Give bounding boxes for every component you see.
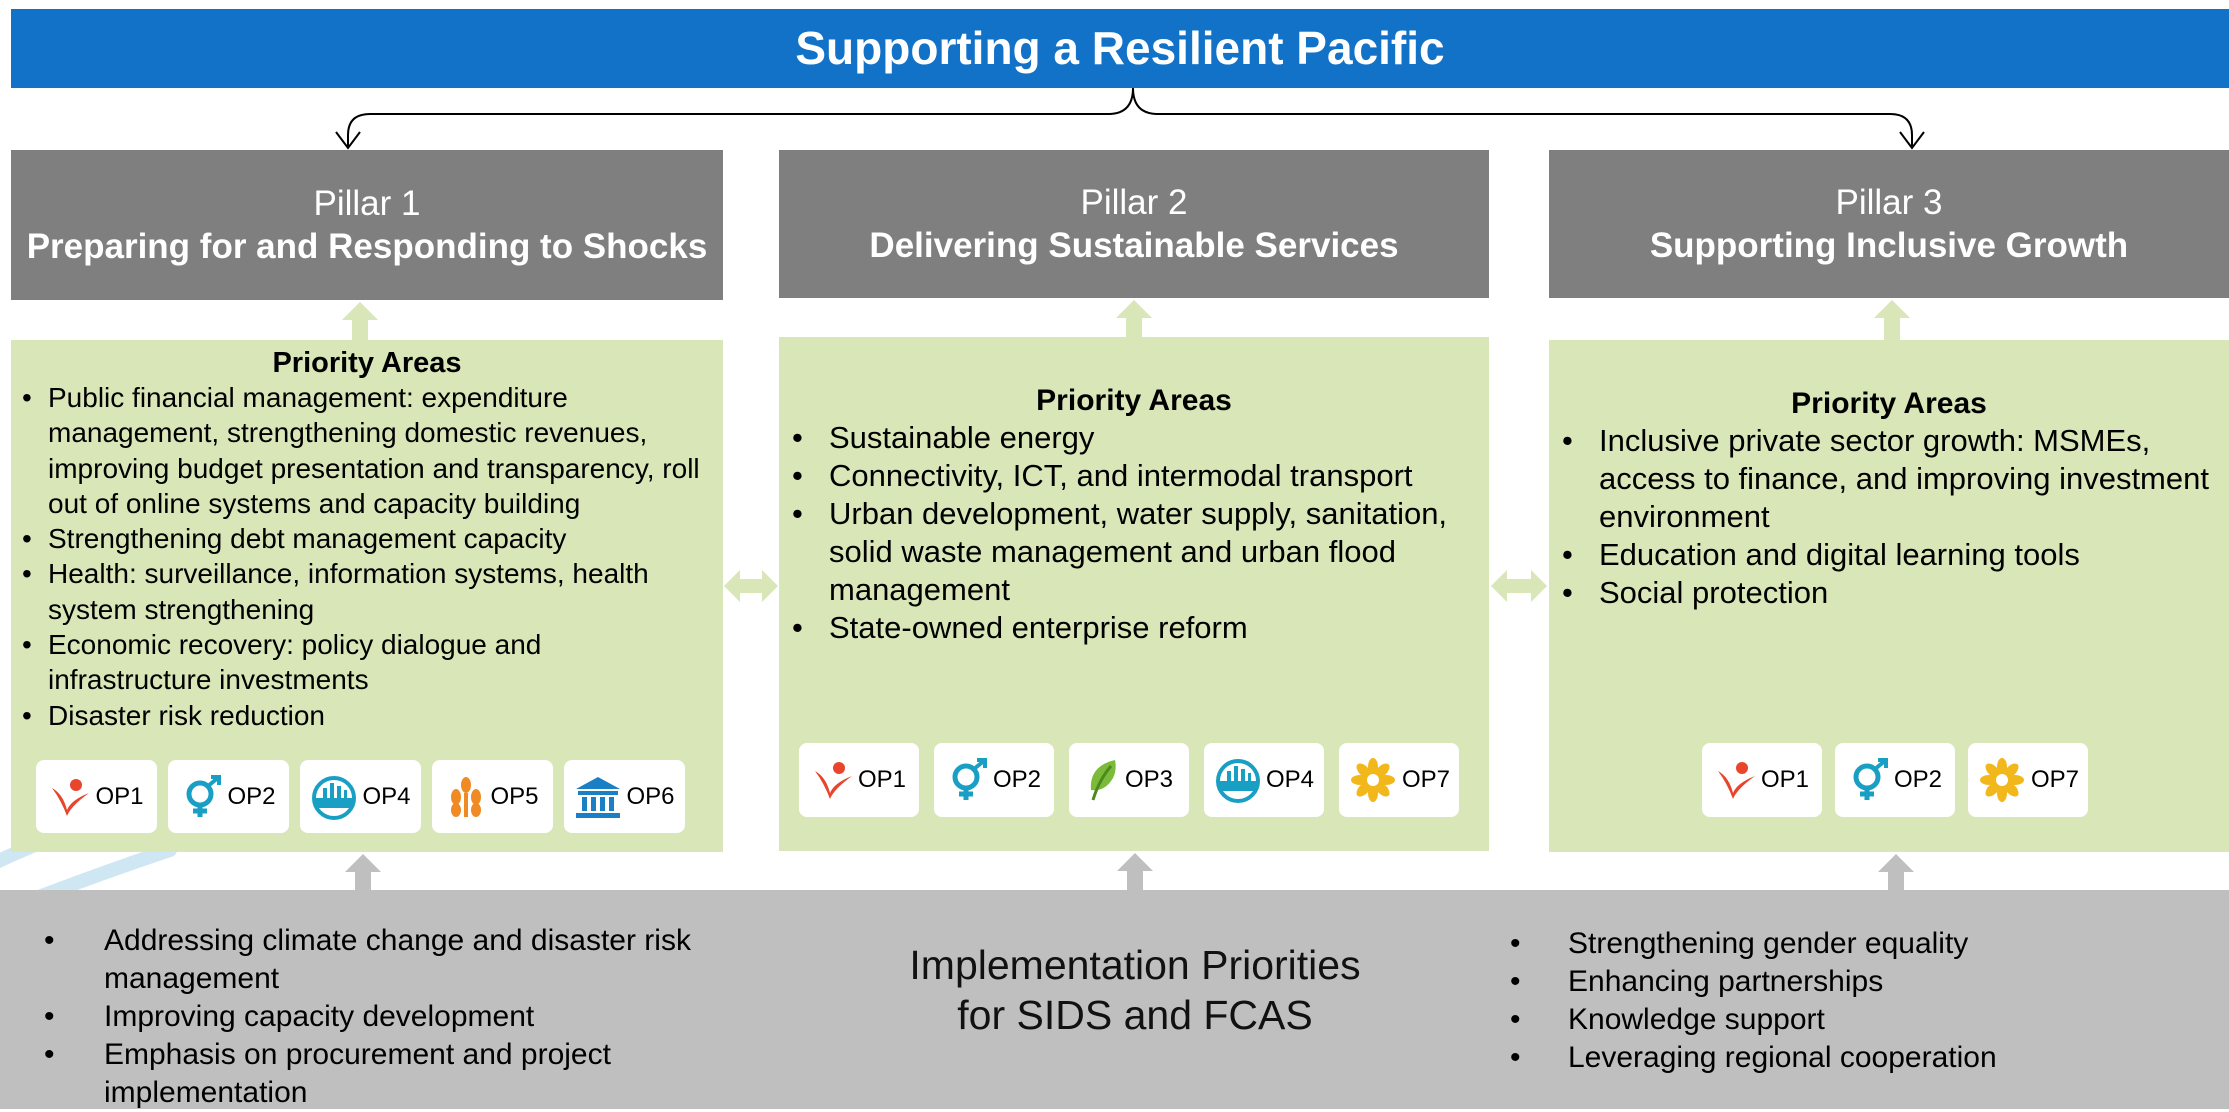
implementation-item: Enhancing partnerships (1510, 963, 2210, 1001)
op-badge-op7: OP7 (1968, 743, 2088, 817)
pillar-3-op-badges: OP1 OP2 OP7 (1702, 743, 2088, 817)
arrow-up-icon (1878, 854, 1914, 892)
op2-icon (181, 774, 223, 819)
implementation-item: Emphasis on procurement and project impl… (44, 1036, 744, 1112)
op1-icon (812, 759, 854, 801)
pillar-1-op-badges: OP1 OP2 OP4 OP5 OP6 (36, 760, 685, 833)
priority-item: Health: surveillance, information system… (22, 556, 705, 627)
priority-item: State-owned enterprise reform (792, 609, 1475, 647)
implementation-title-line-2: for SIDS and FCAS (957, 992, 1313, 1038)
op-badge-op1: OP1 (799, 743, 919, 817)
op7-icon (1977, 756, 2027, 804)
op-badge-op2: OP2 (1835, 743, 1955, 817)
implementation-left-list: Addressing climate change and disaster r… (44, 922, 744, 1112)
op-badge-op2: OP2 (168, 760, 289, 833)
arrow-up-icon (345, 854, 381, 892)
implementation-item: Leveraging regional cooperation (1510, 1039, 2210, 1077)
pillar-1-name: Preparing for and Responding to Shocks (26, 226, 708, 266)
arrow-up-icon (342, 302, 378, 342)
pillar-2-name: Delivering Sustainable Services (869, 225, 1399, 265)
arrow-up-icon (1874, 300, 1910, 342)
op-label: OP6 (626, 782, 675, 810)
op-label: OP7 (2030, 766, 2080, 793)
implementation-item: Improving capacity development (44, 998, 744, 1036)
implementation-item: Knowledge support (1510, 1001, 2210, 1039)
priority-item: Urban development, water supply, sanitat… (792, 495, 1475, 609)
op-label: OP1 (857, 766, 907, 793)
implementation-priorities-band: Addressing climate change and disaster r… (0, 890, 2229, 1109)
pillar-3-name: Supporting Inclusive Growth (1649, 225, 2129, 265)
pillar-1-number: Pillar 1 (313, 183, 421, 223)
op3-icon (1085, 758, 1121, 802)
implementation-right-list: Strengthening gender equalityEnhancing p… (1510, 925, 2210, 1077)
pillar-3-priority-list: Inclusive private sector growth: MSMEs, … (1549, 422, 2229, 612)
pillar-3-priority-box: Priority Areas Inclusive private sector … (1549, 340, 2229, 852)
priority-item: Inclusive private sector growth: MSMEs, … (1562, 422, 2229, 536)
pillar-1-priority-box: Priority Areas Public financial manageme… (11, 340, 723, 852)
implementation-title: Implementation Priorities for SIDS and F… (790, 940, 1480, 1040)
op-badge-op5: OP5 (432, 760, 553, 833)
pillar-2-priority-box: Priority Areas Sustainable energyConnect… (779, 337, 1489, 851)
double-arrow-icon (724, 570, 778, 602)
pillar-2-op-badges: OP1 OP2 OP3 OP4 OP7 (799, 743, 1459, 817)
priority-item: Strengthening debt management capacity (22, 521, 705, 557)
implementation-item: Strengthening gender equality (1510, 925, 2210, 963)
priority-item: Connectivity, ICT, and intermodal transp… (792, 457, 1475, 495)
pillar-2-number: Pillar 2 (1080, 182, 1188, 222)
op2-icon (947, 758, 989, 802)
page-title: Supporting a Resilient Pacific (11, 9, 2229, 88)
pillar-2-priority-heading: Priority Areas (1036, 384, 1232, 417)
implementation-item: Addressing climate change and disaster r… (44, 922, 744, 998)
op-label: OP2 (1893, 766, 1943, 793)
pillar-2-priority-list: Sustainable energyConnectivity, ICT, and… (779, 419, 1489, 647)
priority-item: Public financial management: expenditure… (22, 380, 705, 521)
pillar-2-header: Pillar 2 Delivering Sustainable Services (779, 150, 1489, 298)
pillar-1-priority-heading: Priority Areas (272, 347, 462, 379)
op6-icon (574, 775, 622, 819)
op2-icon (1848, 758, 1890, 802)
op-label: OP4 (362, 782, 411, 810)
op-badge-op4: OP4 (1204, 743, 1324, 817)
op5-icon (446, 775, 486, 819)
op-label: OP3 (1124, 766, 1174, 793)
op-badge-op3: OP3 (1069, 743, 1189, 817)
op4-icon (310, 774, 358, 820)
pillar-1-priority-list: Public financial management: expenditure… (11, 380, 723, 733)
op1-icon (1715, 759, 1757, 801)
priority-item: Social protection (1562, 574, 2229, 612)
pillar-3-number: Pillar 3 (1835, 182, 1943, 222)
op-label: OP7 (1401, 766, 1451, 793)
op-badge-op4: OP4 (300, 760, 421, 833)
op7-icon (1348, 756, 1398, 804)
priority-item: Economic recovery: policy dialogue and i… (22, 627, 705, 698)
pillar-3-priority-heading: Priority Areas (1791, 387, 1987, 420)
op-label: OP2 (992, 766, 1042, 793)
op1-icon (49, 776, 91, 818)
op-label: OP1 (1760, 766, 1810, 793)
implementation-title-line-1: Implementation Priorities (909, 942, 1361, 988)
op-badge-op2: OP2 (934, 743, 1054, 817)
op4-icon (1214, 757, 1262, 803)
double-arrow-icon (1491, 570, 1547, 602)
arrow-up-icon (1116, 300, 1152, 338)
op-badge-op7: OP7 (1339, 743, 1459, 817)
op-badge-op6: OP6 (564, 760, 685, 833)
op-label: OP4 (1265, 766, 1315, 793)
pillar-3-header: Pillar 3 Supporting Inclusive Growth (1549, 150, 2229, 298)
priority-item: Education and digital learning tools (1562, 536, 2229, 574)
op-badge-op1: OP1 (36, 760, 157, 833)
op-label: OP5 (490, 782, 539, 810)
op-badge-op1: OP1 (1702, 743, 1822, 817)
priority-item: Disaster risk reduction (22, 698, 705, 734)
pillar-1-header: Pillar 1 Preparing for and Responding to… (11, 150, 723, 300)
op-label: OP2 (227, 782, 276, 810)
arrow-up-icon (1117, 853, 1153, 892)
op-label: OP1 (95, 782, 144, 810)
priority-item: Sustainable energy (792, 419, 1475, 457)
